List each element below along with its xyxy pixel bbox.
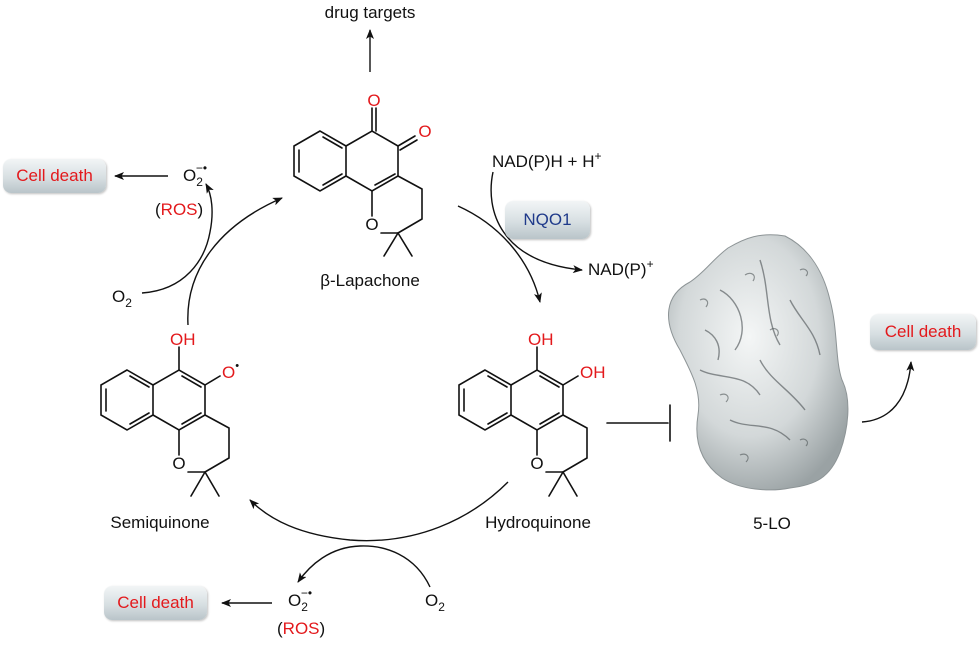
cell-death-label-bottom: Cell death (117, 593, 194, 612)
semiquinone-ring-oxygen: O (172, 454, 185, 473)
oxygen-label-bottom: O2 (425, 591, 445, 614)
cofactor-arrow (490, 171, 583, 274)
cell-death-box-bottom: Cell death (104, 586, 207, 620)
cell-death-box-top: Cell death (3, 159, 106, 193)
cell-death-box-right: Cell death (870, 314, 976, 350)
oxygen-label-top: O2 (112, 287, 132, 310)
oxidation-arrow-1 (249, 481, 509, 542)
oxidation-arrow-2 (187, 197, 283, 326)
semiquinone-radical-oxygen: O• (222, 360, 239, 382)
hydroquinone-label: Hydroquinone (485, 513, 591, 532)
oxygen-to-superoxide-arrow-bottom (297, 545, 431, 588)
semiquinone-structure (100, 346, 230, 497)
superoxide-label-bottom: O2−• (288, 586, 312, 614)
semiquinone-oh: OH (170, 330, 196, 349)
protein-5lo-label: 5-LO (753, 514, 791, 533)
nadph-label: NAD(P)H + H+ (492, 149, 602, 171)
lapachone-oxygen-1: O (367, 91, 380, 110)
oxygen-to-superoxide-arrow-top (141, 183, 214, 294)
ros-label-top: (ROS) (155, 200, 203, 219)
protein-5lo-surface (668, 234, 849, 491)
semiquinone-label: Semiquinone (110, 513, 209, 532)
protein-to-celldeath-arrow (861, 361, 915, 423)
lapachone-structure (293, 107, 423, 257)
hydroquinone-ring-oxygen: O (530, 454, 543, 473)
nqo1-label: NQO1 (523, 210, 572, 229)
lapachone-oxygen-2: O (418, 122, 431, 141)
drug-targets-label: drug targets (325, 3, 416, 22)
reduction-arrow (457, 205, 542, 303)
hydroquinone-structure (458, 346, 588, 497)
lapachone-ring-oxygen: O (365, 215, 378, 234)
cell-death-label-right: Cell death (884, 322, 962, 341)
hydroquinone-oh-2: OH (580, 363, 606, 382)
cell-death-label-top: Cell death (16, 166, 93, 185)
ros-label-bottom: (ROS) (277, 619, 325, 638)
nadp-label: NAD(P)+ (588, 257, 654, 279)
hydroquinone-oh-1: OH (528, 330, 554, 349)
lapachone-label: β-Lapachone (320, 271, 420, 290)
nqo1-enzyme-box: NQO1 (505, 201, 590, 239)
superoxide-label-top: O2−• (183, 161, 207, 189)
